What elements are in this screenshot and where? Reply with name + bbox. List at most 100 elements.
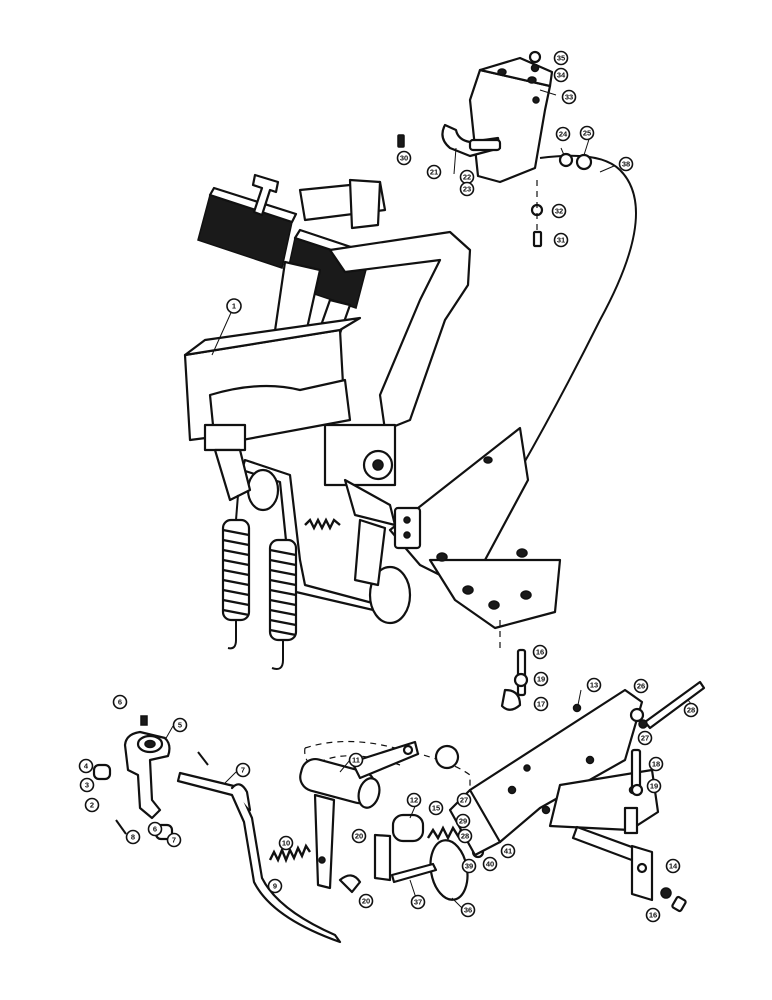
svg-text:38: 38 [622,160,630,169]
svg-text:5: 5 [178,721,182,730]
callout-16b: 16 [645,907,661,923]
callout-6a: 6 [112,694,128,710]
callout-6b: 6 [147,821,163,837]
callout-27a: 27 [637,730,653,746]
callout-23: 23 [459,181,475,197]
svg-text:27: 27 [641,734,649,743]
callout-13: 13 [586,677,602,693]
callout-19b: 19 [646,778,662,794]
svg-text:23: 23 [463,185,471,194]
svg-text:6: 6 [153,825,157,834]
svg-text:6: 6 [118,698,122,707]
callout-39: 39 [461,858,477,874]
svg-text:28: 28 [461,832,469,841]
svg-text:27: 27 [460,796,468,805]
callout-4: 4 [78,758,94,774]
svg-text:11: 11 [352,756,360,765]
callout-35: 35 [553,50,569,66]
callout-28a: 28 [683,702,699,718]
callout-2: 2 [84,797,100,813]
svg-text:16: 16 [536,648,544,657]
svg-text:32: 32 [555,207,563,216]
svg-text:33: 33 [565,93,573,102]
svg-text:1: 1 [232,302,236,311]
top-bracket [468,56,554,184]
main-housing [183,316,397,487]
callout-3: 3 [79,777,95,793]
lower-right-group [268,648,706,913]
svg-text:14: 14 [669,862,678,871]
svg-text:4: 4 [84,762,89,771]
svg-text:30: 30 [400,154,408,163]
callout-17: 17 [533,696,549,712]
callout-20a: 20 [351,828,367,844]
svg-text:10: 10 [282,839,290,848]
svg-text:19: 19 [537,675,545,684]
svg-text:7: 7 [172,836,176,845]
svg-text:36: 36 [464,906,472,915]
callout-29: 29 [455,813,471,829]
callout-22: 22 [459,169,475,185]
callout-20b: 20 [358,893,374,909]
callout-19a: 19 [533,671,549,687]
svg-text:40: 40 [486,860,494,869]
svg-text:39: 39 [465,862,473,871]
svg-text:17: 17 [537,700,545,709]
latch-hook [441,123,502,158]
mount-plate [388,426,562,650]
callout-32: 32 [551,203,567,219]
callout-1: 1 [226,298,242,314]
callout-12: 12 [406,792,422,808]
callout-38: 38 [618,156,634,172]
lower-mount-bracket [434,688,660,857]
svg-text:8: 8 [131,833,135,842]
svg-text:20: 20 [362,897,370,906]
callout-28b: 28 [457,828,473,844]
svg-text:2: 2 [90,801,94,810]
svg-text:7: 7 [241,766,245,775]
svg-text:16: 16 [649,911,657,920]
svg-text:12: 12 [410,796,418,805]
callout-30: 30 [396,150,412,166]
svg-text:37: 37 [414,898,422,907]
crank-rod [176,771,342,944]
callout-25: 25 [579,125,595,141]
callout-41: 41 [500,843,516,859]
svg-text:3: 3 [85,781,89,790]
callout-40: 40 [482,856,498,872]
svg-text:15: 15 [432,804,440,813]
callout-33: 33 [561,89,577,105]
svg-text:35: 35 [557,54,565,63]
callout-26: 26 [633,678,649,694]
callout-11: 11 [348,752,364,768]
svg-text:28: 28 [687,706,695,715]
lower-left-group [92,715,342,944]
callouts: 1 6 5 4 3 2 8 6 7 7 9 10 11 12 13 14 15 … [78,50,699,923]
callout-8: 8 [125,829,141,845]
callout-24: 24 [555,126,571,142]
callout-18: 18 [648,756,664,772]
callout-5: 5 [172,717,188,733]
callout-34: 34 [553,67,569,83]
svg-text:19: 19 [650,782,658,791]
callout-27b: 27 [456,792,472,808]
callout-15: 15 [428,800,444,816]
callout-31: 31 [553,232,569,248]
pivot-arm [299,740,420,890]
pivot-pin [571,825,654,902]
svg-text:34: 34 [557,71,566,80]
callout-37: 37 [410,894,426,910]
svg-text:9: 9 [273,882,277,891]
svg-text:31: 31 [557,236,565,245]
callout-16a: 16 [532,644,548,660]
callout-36: 36 [460,902,476,918]
svg-text:21: 21 [430,168,438,177]
pedal-left [197,186,298,269]
spring-upper-left [221,494,251,650]
callout-7b: 7 [235,762,251,778]
callout-21: 21 [426,164,442,180]
svg-text:25: 25 [583,129,591,138]
svg-text:22: 22 [463,173,471,182]
callout-10: 10 [278,835,294,851]
